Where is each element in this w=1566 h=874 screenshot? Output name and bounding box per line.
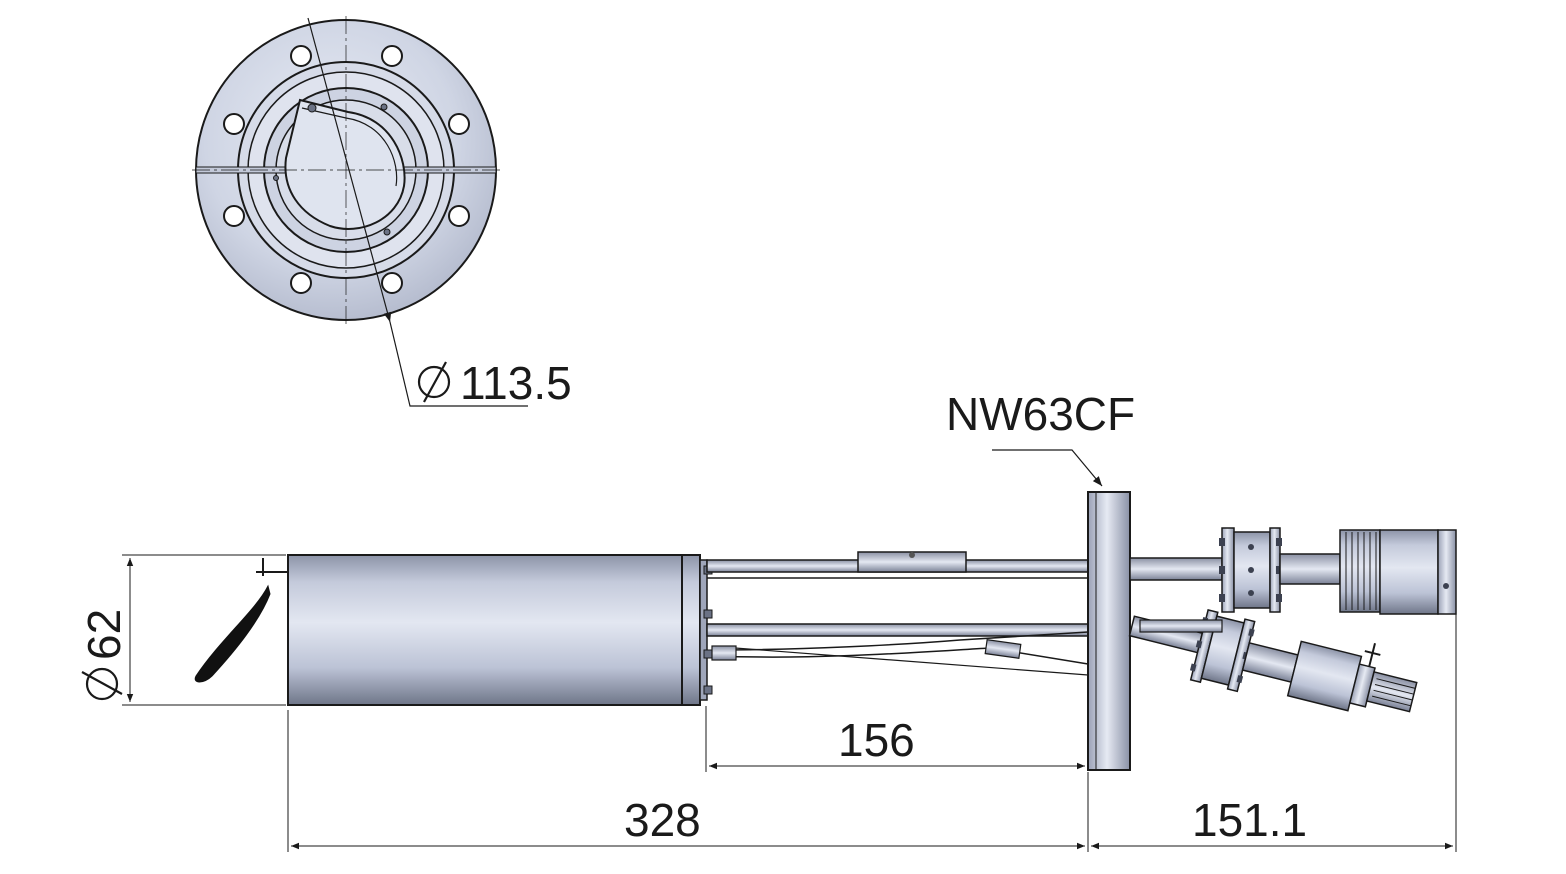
diameter-62-value: 62 xyxy=(78,609,130,660)
chamber-cylinder xyxy=(287,554,683,706)
shutter-flap xyxy=(194,558,288,683)
diameter-113-value: 113.5 xyxy=(460,357,572,409)
chamber-end-cap xyxy=(681,554,701,706)
shutter-plate xyxy=(284,98,406,230)
flange-type-label: NW63CF xyxy=(946,388,1135,440)
middle-rod xyxy=(706,623,1089,637)
diameter-62-label: 62 xyxy=(78,609,130,701)
actuator-body xyxy=(1379,529,1439,615)
side-view: NW63CF xyxy=(194,388,1457,771)
diameter-113-label: 113.5 xyxy=(417,357,572,409)
dimension-151-1: 151.1 xyxy=(1192,794,1307,846)
front-view: 113.5 xyxy=(192,16,572,409)
dimension-328: 328 xyxy=(624,794,701,846)
bolt-holes xyxy=(223,45,470,294)
dimension-lines xyxy=(122,554,1457,852)
dimension-156: 156 xyxy=(838,714,915,766)
nw63cf-flange xyxy=(1087,491,1131,771)
